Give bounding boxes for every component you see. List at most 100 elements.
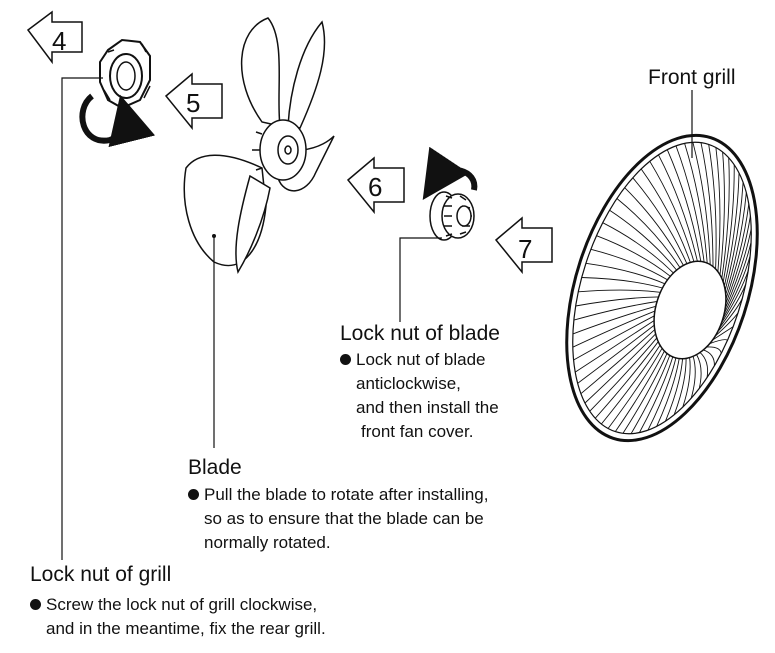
grill-spoke	[578, 289, 661, 293]
step-6-number: 6	[368, 172, 382, 202]
grill-spoke	[622, 353, 668, 434]
step-7-arrow-icon: 7	[494, 216, 553, 275]
grill-spoke	[572, 310, 656, 348]
grill-spoke	[656, 358, 680, 427]
bullet-icon	[188, 489, 199, 500]
grill-spoke	[721, 269, 749, 324]
grill-spoke	[715, 147, 721, 272]
step-6-arrow-icon: 6	[346, 156, 405, 215]
grill-spoke	[719, 284, 747, 328]
grill-lock-note-line: Screw the lock nut of grill clockwise,	[30, 593, 326, 617]
grill-spoke	[596, 235, 671, 277]
anticlockwise-arrow-icon	[422, 146, 478, 200]
step-4-number: 4	[52, 26, 66, 56]
grill-lock-nut-icon	[99, 38, 151, 110]
grill-spoke	[577, 324, 655, 384]
grill-spoke	[722, 255, 751, 319]
grill-spoke	[573, 315, 655, 361]
grill-spoke	[649, 161, 695, 262]
grill-spoke	[616, 198, 681, 268]
grill-spoke	[594, 341, 659, 419]
grill-spoke	[607, 348, 663, 429]
blade-lock-note: Lock nut of blade anticlockwise, and the…	[340, 348, 499, 444]
grill-spoke	[585, 262, 666, 285]
grill-spoke	[725, 192, 747, 296]
grill-spoke	[632, 177, 688, 264]
grill-spoke	[699, 352, 709, 378]
grill-lock-note-line: and in the meantime, fix the rear grill.	[46, 619, 326, 638]
grill-spoke	[717, 298, 743, 333]
grill-spoke	[725, 215, 751, 305]
fan-blade-icon	[183, 17, 335, 274]
grill-spoke	[714, 312, 739, 337]
bullet-icon	[340, 354, 351, 365]
blade-label: Blade	[188, 456, 242, 479]
blade-note-line: Pull the blade to rotate after installin…	[188, 483, 488, 507]
grill-spoke	[624, 187, 684, 266]
step-5-arrow-icon: 5	[164, 72, 223, 131]
grill-spoke	[573, 301, 658, 321]
bullet-icon	[30, 599, 41, 610]
grill-spoke	[696, 354, 702, 389]
grill-lock-leader-line	[61, 77, 103, 560]
grill-spoke	[700, 142, 714, 267]
grill-spoke	[723, 172, 740, 287]
grill-spoke	[723, 241, 752, 314]
grill-spoke	[703, 349, 715, 366]
grill-spoke	[584, 333, 656, 404]
grill-spoke	[673, 358, 687, 415]
grill-spoke	[609, 209, 677, 271]
grill-spoke	[692, 142, 711, 265]
step-4-arrow-icon: 4	[26, 10, 83, 65]
blade-note-line: so as to ensure that the blade can be	[204, 509, 484, 528]
front-grill-icon	[565, 133, 759, 443]
grill-spoke	[682, 357, 691, 408]
grill-spoke	[724, 228, 752, 310]
grill-spoke	[602, 222, 674, 274]
grill-spoke	[721, 157, 730, 279]
clockwise-arrow-icon	[79, 93, 156, 148]
step-7-number: 7	[518, 234, 532, 264]
grill-spoke	[647, 357, 677, 431]
grill-spoke	[580, 329, 656, 395]
grill-spoke	[639, 356, 674, 433]
blade-lock-note-line: front fan cover.	[361, 422, 474, 441]
grill-spoke	[666, 149, 702, 262]
grill-spoke	[572, 305, 656, 335]
grill-spoke	[658, 154, 698, 262]
blade-lock-leader-line	[399, 237, 442, 322]
grill-spoke	[590, 248, 668, 281]
blade-lock-nut-label: Lock nut of blade	[340, 322, 500, 345]
grill-spoke	[601, 344, 661, 425]
step-5-number: 5	[186, 88, 200, 118]
grill-spoke	[724, 182, 744, 291]
blade-lock-nut-icon	[429, 191, 475, 241]
grill-spoke	[722, 164, 735, 283]
blade-note-line: normally rotated.	[204, 533, 331, 552]
blade-note: Pull the blade to rotate after installin…	[188, 483, 488, 555]
grill-spoke	[614, 350, 665, 432]
grill-spoke	[709, 339, 728, 345]
grill-spoke	[665, 358, 684, 422]
grill-spoke	[575, 296, 659, 307]
grill-spoke	[675, 145, 705, 263]
grill-spoke	[630, 355, 671, 434]
grill-spoke	[684, 143, 708, 264]
grill-spoke	[708, 144, 717, 269]
grill-spoke	[706, 346, 722, 354]
grill-spoke	[690, 356, 696, 399]
grill-lock-note: Screw the lock nut of grill clockwise, a…	[30, 593, 326, 641]
grill-spoke	[712, 326, 734, 341]
grill-spoke	[725, 203, 750, 300]
grill-lock-nut-label: Lock nut of grill	[30, 563, 172, 586]
grill-spoke	[719, 151, 725, 275]
grill-spoke	[589, 337, 658, 412]
blade-lock-note-line: anticlockwise,	[356, 374, 461, 393]
grill-spoke	[581, 277, 663, 289]
grill-spoke	[640, 168, 691, 263]
front-grill-label: Front grill	[648, 66, 736, 89]
blade-lock-note-line: Lock nut of blade	[340, 348, 499, 372]
grill-spoke	[574, 320, 655, 373]
blade-lock-note-line: and then install the	[356, 398, 499, 417]
